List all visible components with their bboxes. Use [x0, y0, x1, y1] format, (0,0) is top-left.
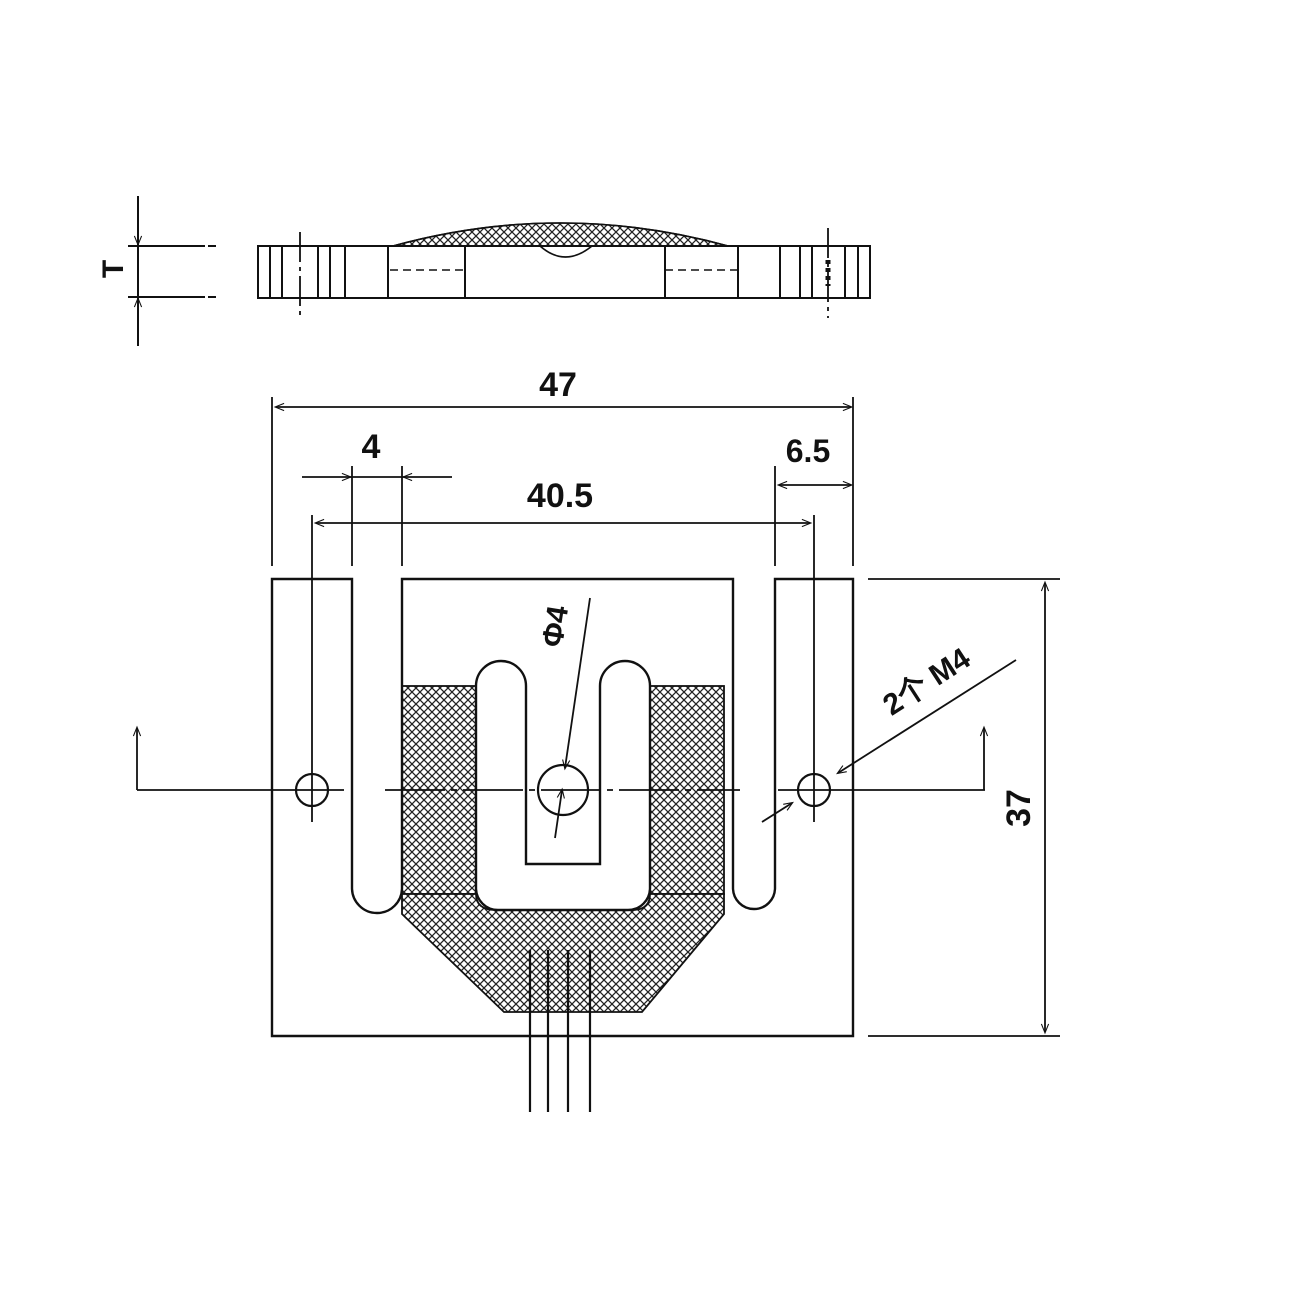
center-lines [132, 515, 989, 822]
plate-outline [270, 577, 855, 1038]
dimension-lines [273, 402, 1050, 1035]
dim-mount-holes: 2个 M4 [877, 642, 976, 723]
side-view-body [257, 245, 871, 299]
thickness-label: T [97, 260, 130, 278]
dim-overall-height: 37 [1000, 789, 1038, 827]
dim-overall-width: 47 [539, 366, 577, 404]
dim-hole-spacing: 40.5 [527, 477, 593, 515]
cable-wires [528, 950, 592, 1112]
u-slot-outline [474, 659, 652, 912]
strain-gauge-hatch [401, 685, 725, 1013]
extension-lines [271, 397, 1060, 1037]
thickness-dimension [128, 196, 216, 346]
dim-center-hole: Φ4 [536, 603, 575, 649]
dim-right-margin: 6.5 [786, 433, 830, 469]
side-view [257, 222, 871, 318]
dim-slot-width: 4 [362, 428, 381, 466]
